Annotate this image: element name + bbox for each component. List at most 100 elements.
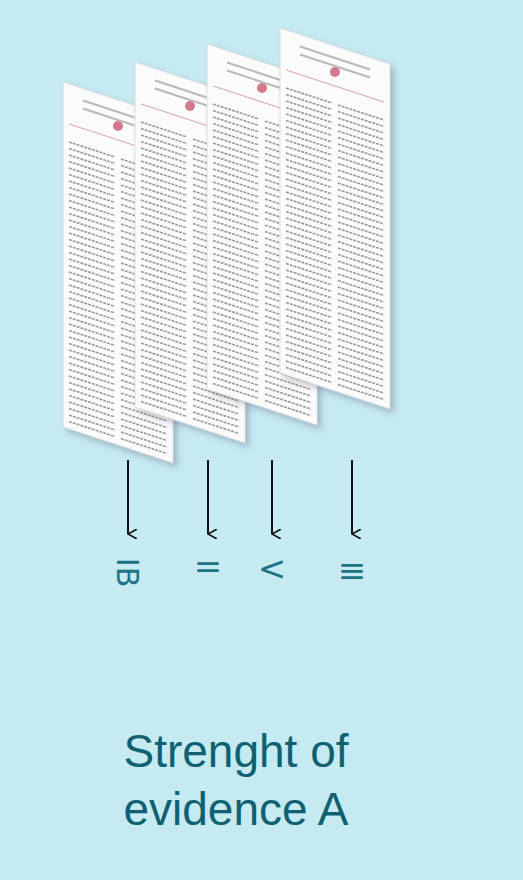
body-text-line <box>213 247 259 262</box>
body-text-line <box>69 200 115 215</box>
body-text-line <box>141 304 187 319</box>
body-text-line <box>141 213 187 228</box>
body-text-line <box>141 284 187 299</box>
journal-seal <box>257 83 267 93</box>
body-text-line <box>141 388 187 403</box>
body-text-line <box>338 111 384 126</box>
body-text-line <box>213 136 259 151</box>
body-text-line <box>338 267 384 282</box>
rule-line <box>286 70 384 102</box>
body-text-line <box>338 274 384 289</box>
body-text-line <box>286 114 332 129</box>
evidence-caption: Strenght of evidence A <box>117 722 355 838</box>
body-text-line <box>213 331 259 346</box>
body-text-line <box>338 228 384 243</box>
body-text-line <box>141 174 187 189</box>
body-text-line <box>213 201 259 216</box>
body-text-line <box>69 239 115 254</box>
body-text-line <box>141 161 187 176</box>
body-text-line <box>213 123 259 138</box>
body-text-line <box>69 402 115 417</box>
body-text-line <box>141 122 187 137</box>
page-sheet <box>280 28 390 409</box>
body-text-line <box>141 375 187 390</box>
level-symbol: < <box>258 548 287 588</box>
body-text-line <box>69 330 115 345</box>
body-text-line <box>286 270 332 285</box>
body-text-line <box>69 408 115 423</box>
body-text-line <box>286 140 332 155</box>
body-text-line <box>286 224 332 239</box>
body-text-line <box>338 241 384 256</box>
level-symbol: IB <box>111 557 146 586</box>
body-text-line <box>286 276 332 291</box>
body-text-line <box>69 363 115 378</box>
body-text-line <box>213 195 259 210</box>
down-arrow <box>271 460 273 534</box>
down-arrow <box>351 460 353 534</box>
body-text-line <box>141 310 187 325</box>
body-text-line <box>69 382 115 397</box>
body-text-line <box>141 356 187 371</box>
body-text-line <box>213 117 259 132</box>
body-text-line <box>286 179 332 194</box>
body-text-line <box>69 194 115 209</box>
body-text-line <box>265 381 311 396</box>
down-arrow <box>207 460 209 534</box>
body-text-line <box>286 133 332 148</box>
body-text-line <box>213 149 259 164</box>
body-text-line <box>141 245 187 260</box>
body-text-line <box>338 345 384 360</box>
body-text-line <box>286 192 332 207</box>
body-text-line <box>69 168 115 183</box>
body-text-line <box>69 324 115 339</box>
body-text-line <box>69 421 115 436</box>
body-text-line <box>69 155 115 170</box>
body-text-line <box>193 405 239 420</box>
body-text-line <box>213 156 259 171</box>
level-symbol: ≡ <box>338 550 367 590</box>
body-text-line <box>141 265 187 280</box>
body-text-line <box>338 378 384 393</box>
body-text-line <box>286 263 332 278</box>
body-text-line <box>213 383 259 398</box>
body-text-line <box>193 399 239 414</box>
body-text-line <box>338 144 384 159</box>
body-text-line <box>213 208 259 223</box>
body-text-line <box>213 169 259 184</box>
body-text-line <box>213 286 259 301</box>
body-text-line <box>69 337 115 352</box>
body-text-line <box>69 259 115 274</box>
body-text-line <box>286 302 332 317</box>
body-text-line <box>286 257 332 272</box>
body-text-line <box>69 350 115 365</box>
body-text-line <box>338 157 384 172</box>
body-text-line <box>338 358 384 373</box>
body-text-line <box>213 221 259 236</box>
body-text-line <box>141 135 187 150</box>
level-symbol: = <box>194 546 223 586</box>
journal-seal <box>113 121 123 131</box>
body-text-line <box>69 220 115 235</box>
body-text-line <box>338 235 384 250</box>
body-text-line <box>69 272 115 287</box>
body-text-line <box>213 130 259 145</box>
body-text-line <box>265 394 311 409</box>
body-text-line <box>69 278 115 293</box>
body-text-line <box>69 304 115 319</box>
body-text-line <box>141 297 187 312</box>
body-text-line <box>338 287 384 302</box>
body-text-line <box>141 167 187 182</box>
body-text-line <box>213 227 259 242</box>
body-text-line <box>141 317 187 332</box>
body-text-line <box>141 252 187 267</box>
body-text-line <box>141 219 187 234</box>
body-text-line <box>213 182 259 197</box>
body-text-line <box>141 291 187 306</box>
body-text-line <box>69 246 115 261</box>
body-text-line <box>286 198 332 213</box>
body-text-line <box>141 278 187 293</box>
body-text-line <box>338 365 384 380</box>
body-text-line <box>141 323 187 338</box>
